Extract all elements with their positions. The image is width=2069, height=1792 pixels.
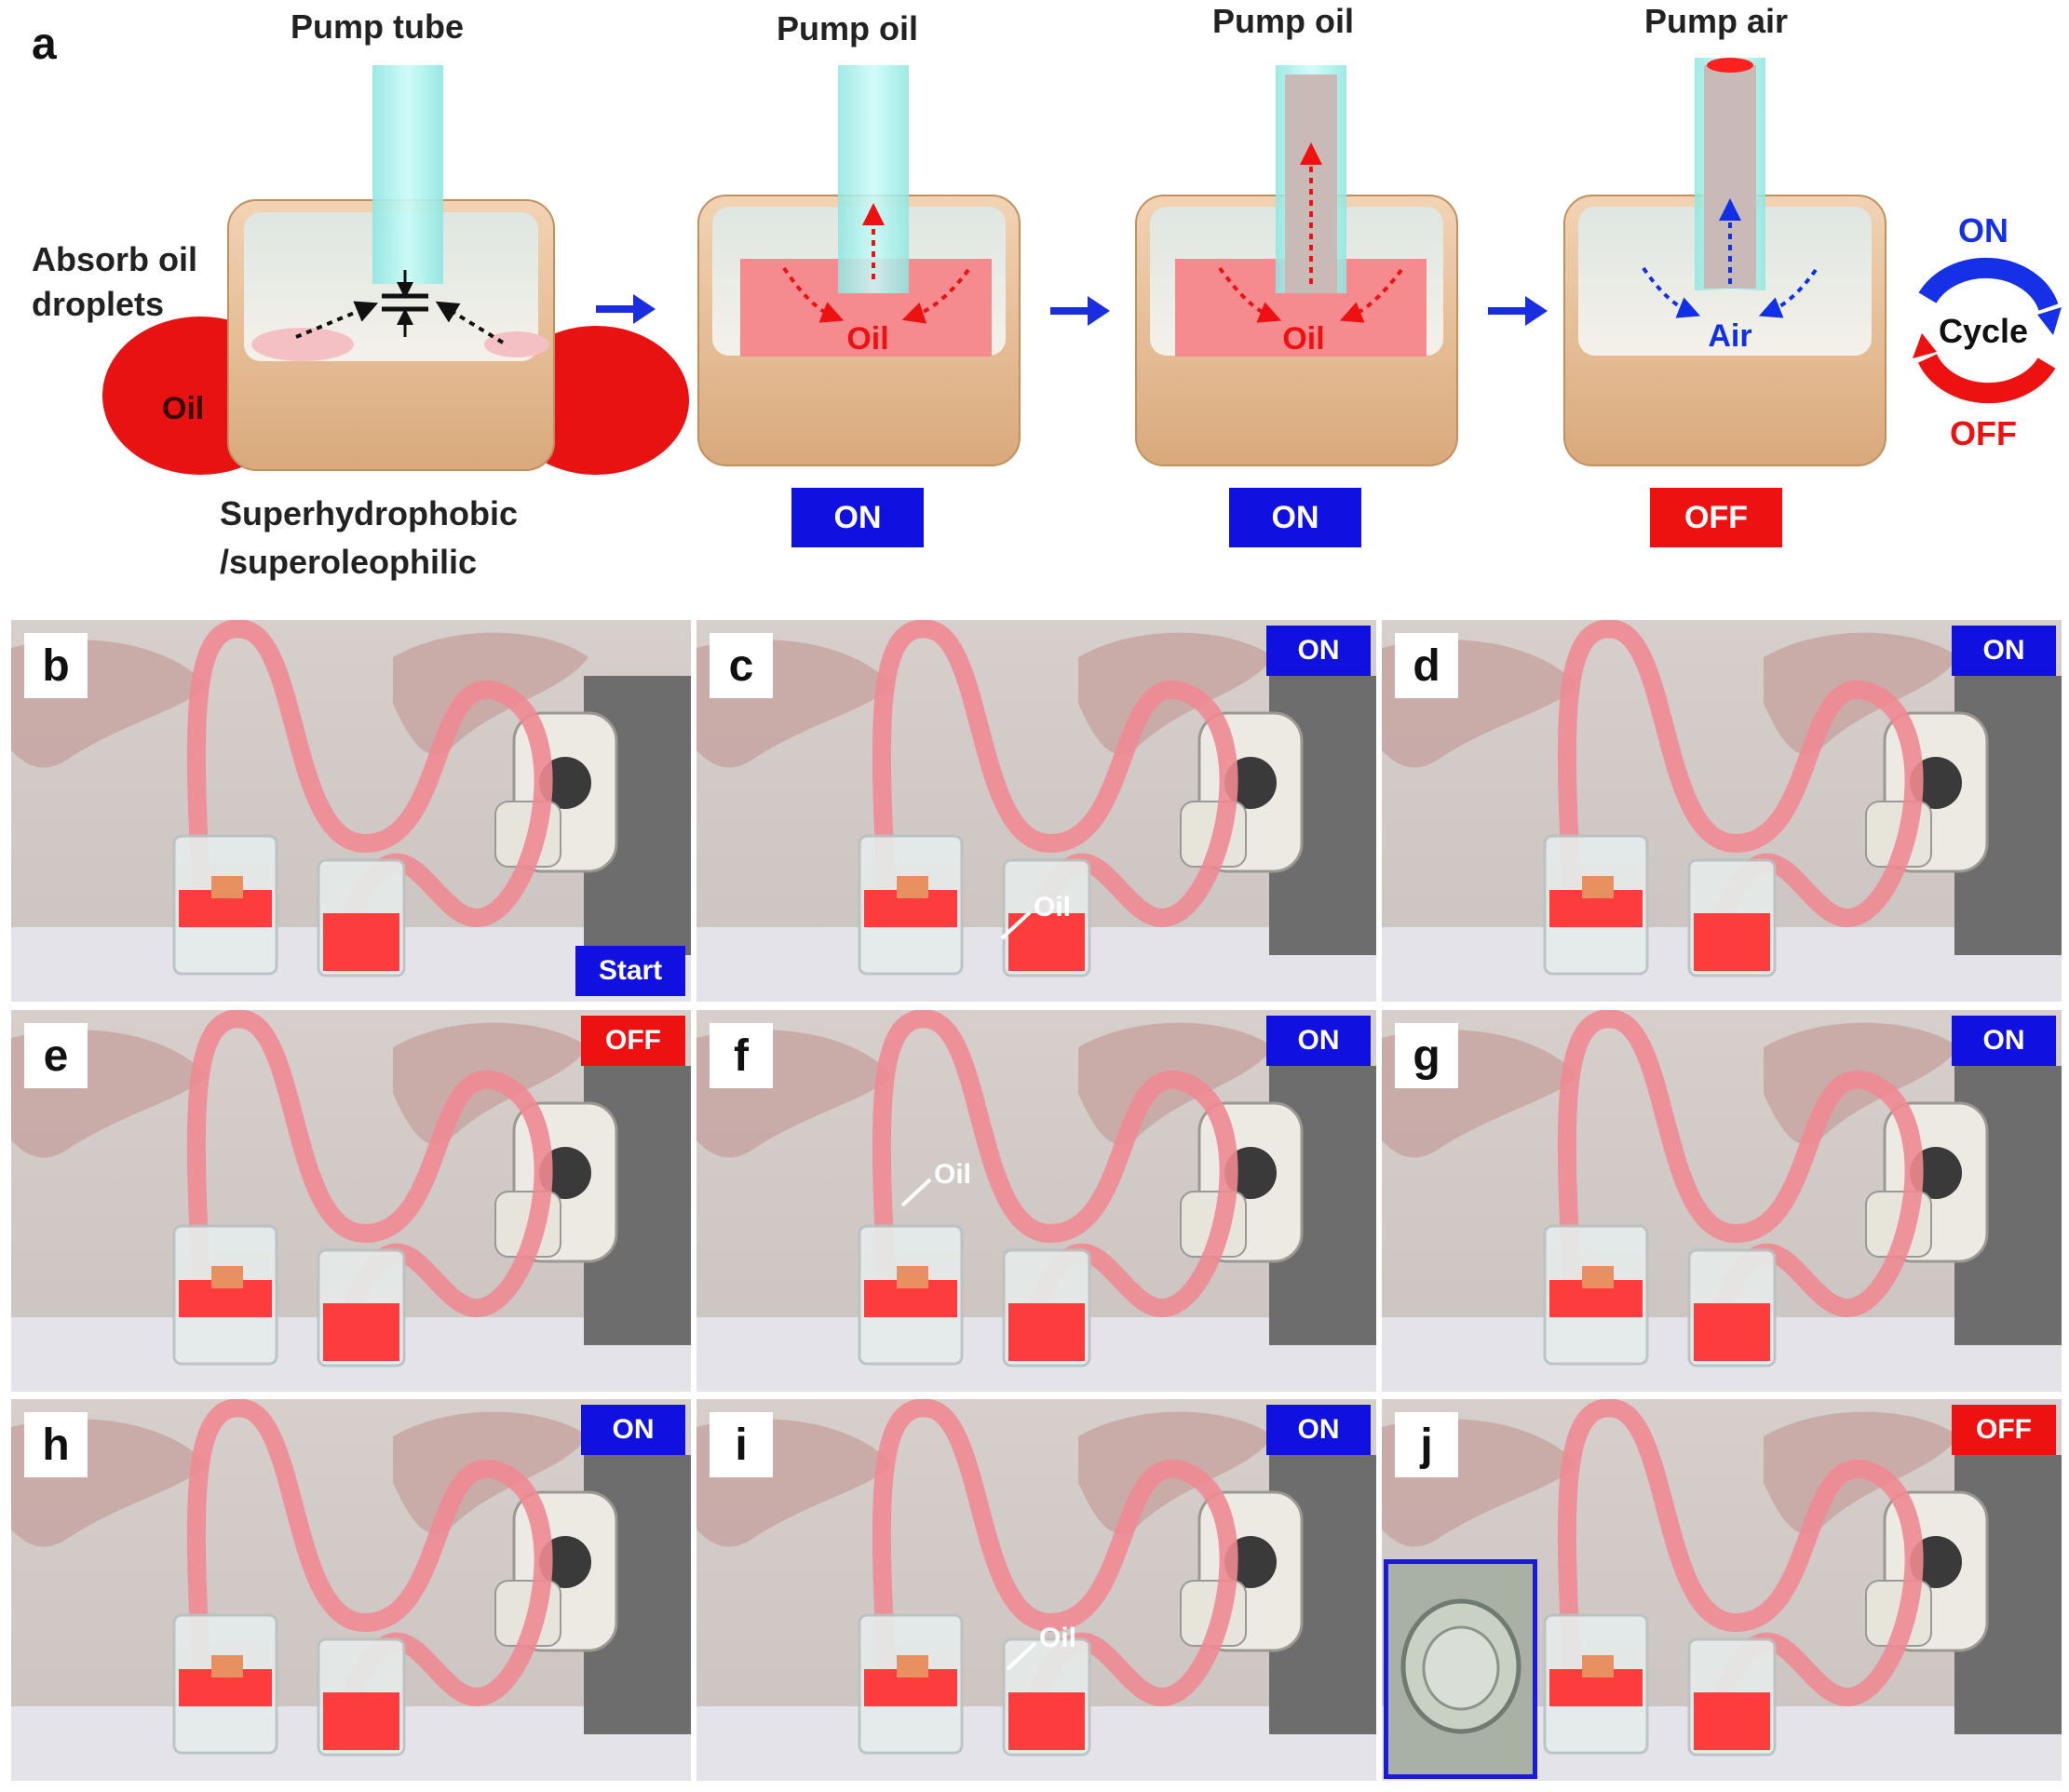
photo-panel-label: h [24, 1412, 88, 1477]
flow-arrow-1 [596, 294, 656, 324]
caption-surface-1: Superhydrophobic [220, 494, 519, 532]
schematic-box-4: Air [1563, 58, 1886, 466]
schematic-box-1 [102, 65, 689, 475]
cycle-off-label: OFF [1950, 414, 2017, 452]
photo-panel-e: e OFF [11, 1010, 691, 1392]
caption-oil-outside: Oil [162, 391, 205, 426]
photo-panel-label: g [1395, 1023, 1458, 1088]
cycle-indicator: ON Cycle OFF [1913, 211, 2062, 452]
photo-scene [696, 620, 1376, 1002]
photo-status-tag: OFF [581, 1016, 685, 1066]
photo-scene [1382, 1010, 2062, 1392]
photo-status-tag: ON [1266, 1405, 1371, 1455]
oil-annotation-pointer [900, 1178, 932, 1207]
photo-panel-label: e [24, 1023, 88, 1088]
photo-panel-f: f ON Oil [696, 1010, 1376, 1392]
photo-panel-j: j OFF [1382, 1399, 2062, 1781]
photo-scene [11, 1399, 691, 1781]
caption-pump-tube: Pump tube [291, 7, 464, 46]
photo-panel-h: h ON [11, 1399, 691, 1781]
caption-absorb-1: Absorb oil [32, 240, 197, 278]
photo-panel-label: f [710, 1023, 773, 1088]
inset-beaker-top-view [1384, 1559, 1537, 1779]
photo-oil-annotation: Oil [1039, 1623, 1077, 1653]
photo-status-tag: ON [581, 1405, 685, 1455]
oil-annotation-pointer [1006, 1641, 1037, 1671]
photo-panel-g: g ON [1382, 1010, 2062, 1392]
oil-label-3: Oil [1282, 321, 1324, 357]
photo-scene [11, 1010, 691, 1392]
photo-panel-i: i ON Oil [696, 1399, 1376, 1781]
photo-panel-label: b [24, 633, 88, 698]
photo-panel-label: i [710, 1412, 773, 1477]
photo-oil-annotation: Oil [934, 1159, 972, 1190]
photo-oil-annotation: Oil [1034, 892, 1072, 923]
photo-status-tag: ON [1952, 626, 2056, 676]
photo-scene [11, 620, 691, 1002]
caption-pump-air: Pump air [1644, 2, 1789, 40]
cycle-center-label: Cycle [1939, 312, 2028, 350]
photo-status-tag: ON [1952, 1016, 2056, 1066]
caption-absorb-2: droplets [32, 285, 165, 323]
schematic-box-2: Oil [697, 65, 1021, 466]
photo-scene [696, 1399, 1376, 1781]
photo-status-tag: Start [575, 946, 685, 996]
photo-status-tag: ON [1266, 626, 1371, 676]
caption-surface-2: /superoleophilic [220, 543, 478, 581]
oil-label-2: Oil [846, 321, 888, 357]
photo-status-tag: ON [1266, 1016, 1371, 1066]
panel-label-a: a [32, 20, 57, 69]
status-badge-off: OFF [1650, 488, 1782, 547]
photo-scene [696, 1010, 1376, 1392]
photo-panel-label: d [1395, 633, 1458, 698]
caption-pump-oil-2: Pump oil [1212, 2, 1354, 40]
photo-panel-label: c [710, 633, 773, 698]
air-label: Air [1708, 318, 1751, 354]
photo-panel-c: c ON Oil [696, 620, 1376, 1002]
panel-a-schematic: Oil Oil Air ON Cycle OFF [102, 58, 2062, 475]
status-badge-on-1: ON [791, 488, 924, 547]
flow-arrow-3 [1488, 296, 1548, 326]
photo-status-tag: OFF [1952, 1405, 2056, 1455]
flow-arrow-2 [1050, 296, 1110, 326]
photo-panel-d: d ON [1382, 620, 2062, 1002]
oil-annotation-pointer [1000, 910, 1032, 940]
cycle-on-label: ON [1958, 211, 2008, 249]
photo-scene [1382, 620, 2062, 1002]
photo-panel-label: j [1395, 1412, 1458, 1477]
status-badge-on-2: ON [1229, 488, 1361, 547]
schematic-box-3: Oil [1135, 65, 1458, 466]
caption-pump-oil-1: Pump oil [777, 9, 918, 47]
photo-panel-b: b Start [11, 620, 691, 1002]
